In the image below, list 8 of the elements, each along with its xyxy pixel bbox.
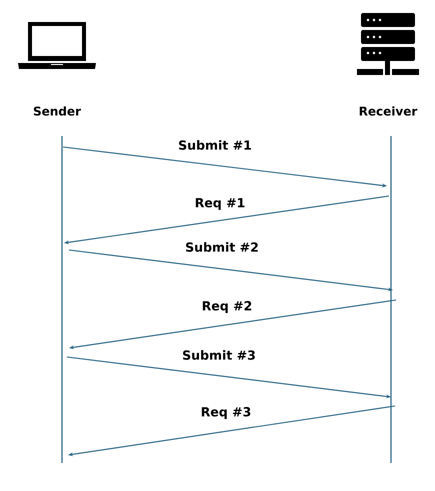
edge-label: Req #3 [200,406,252,420]
edge-label: Submit #2 [184,241,260,253]
edge-label: Submit #3 [181,349,257,361]
edge-label: Submit #1 [177,139,253,151]
participant-label: Receiver [360,106,418,116]
edge-label: Req #2 [200,300,254,314]
edge-label: Req #1 [194,197,246,211]
participant-label: Sender [34,106,81,116]
